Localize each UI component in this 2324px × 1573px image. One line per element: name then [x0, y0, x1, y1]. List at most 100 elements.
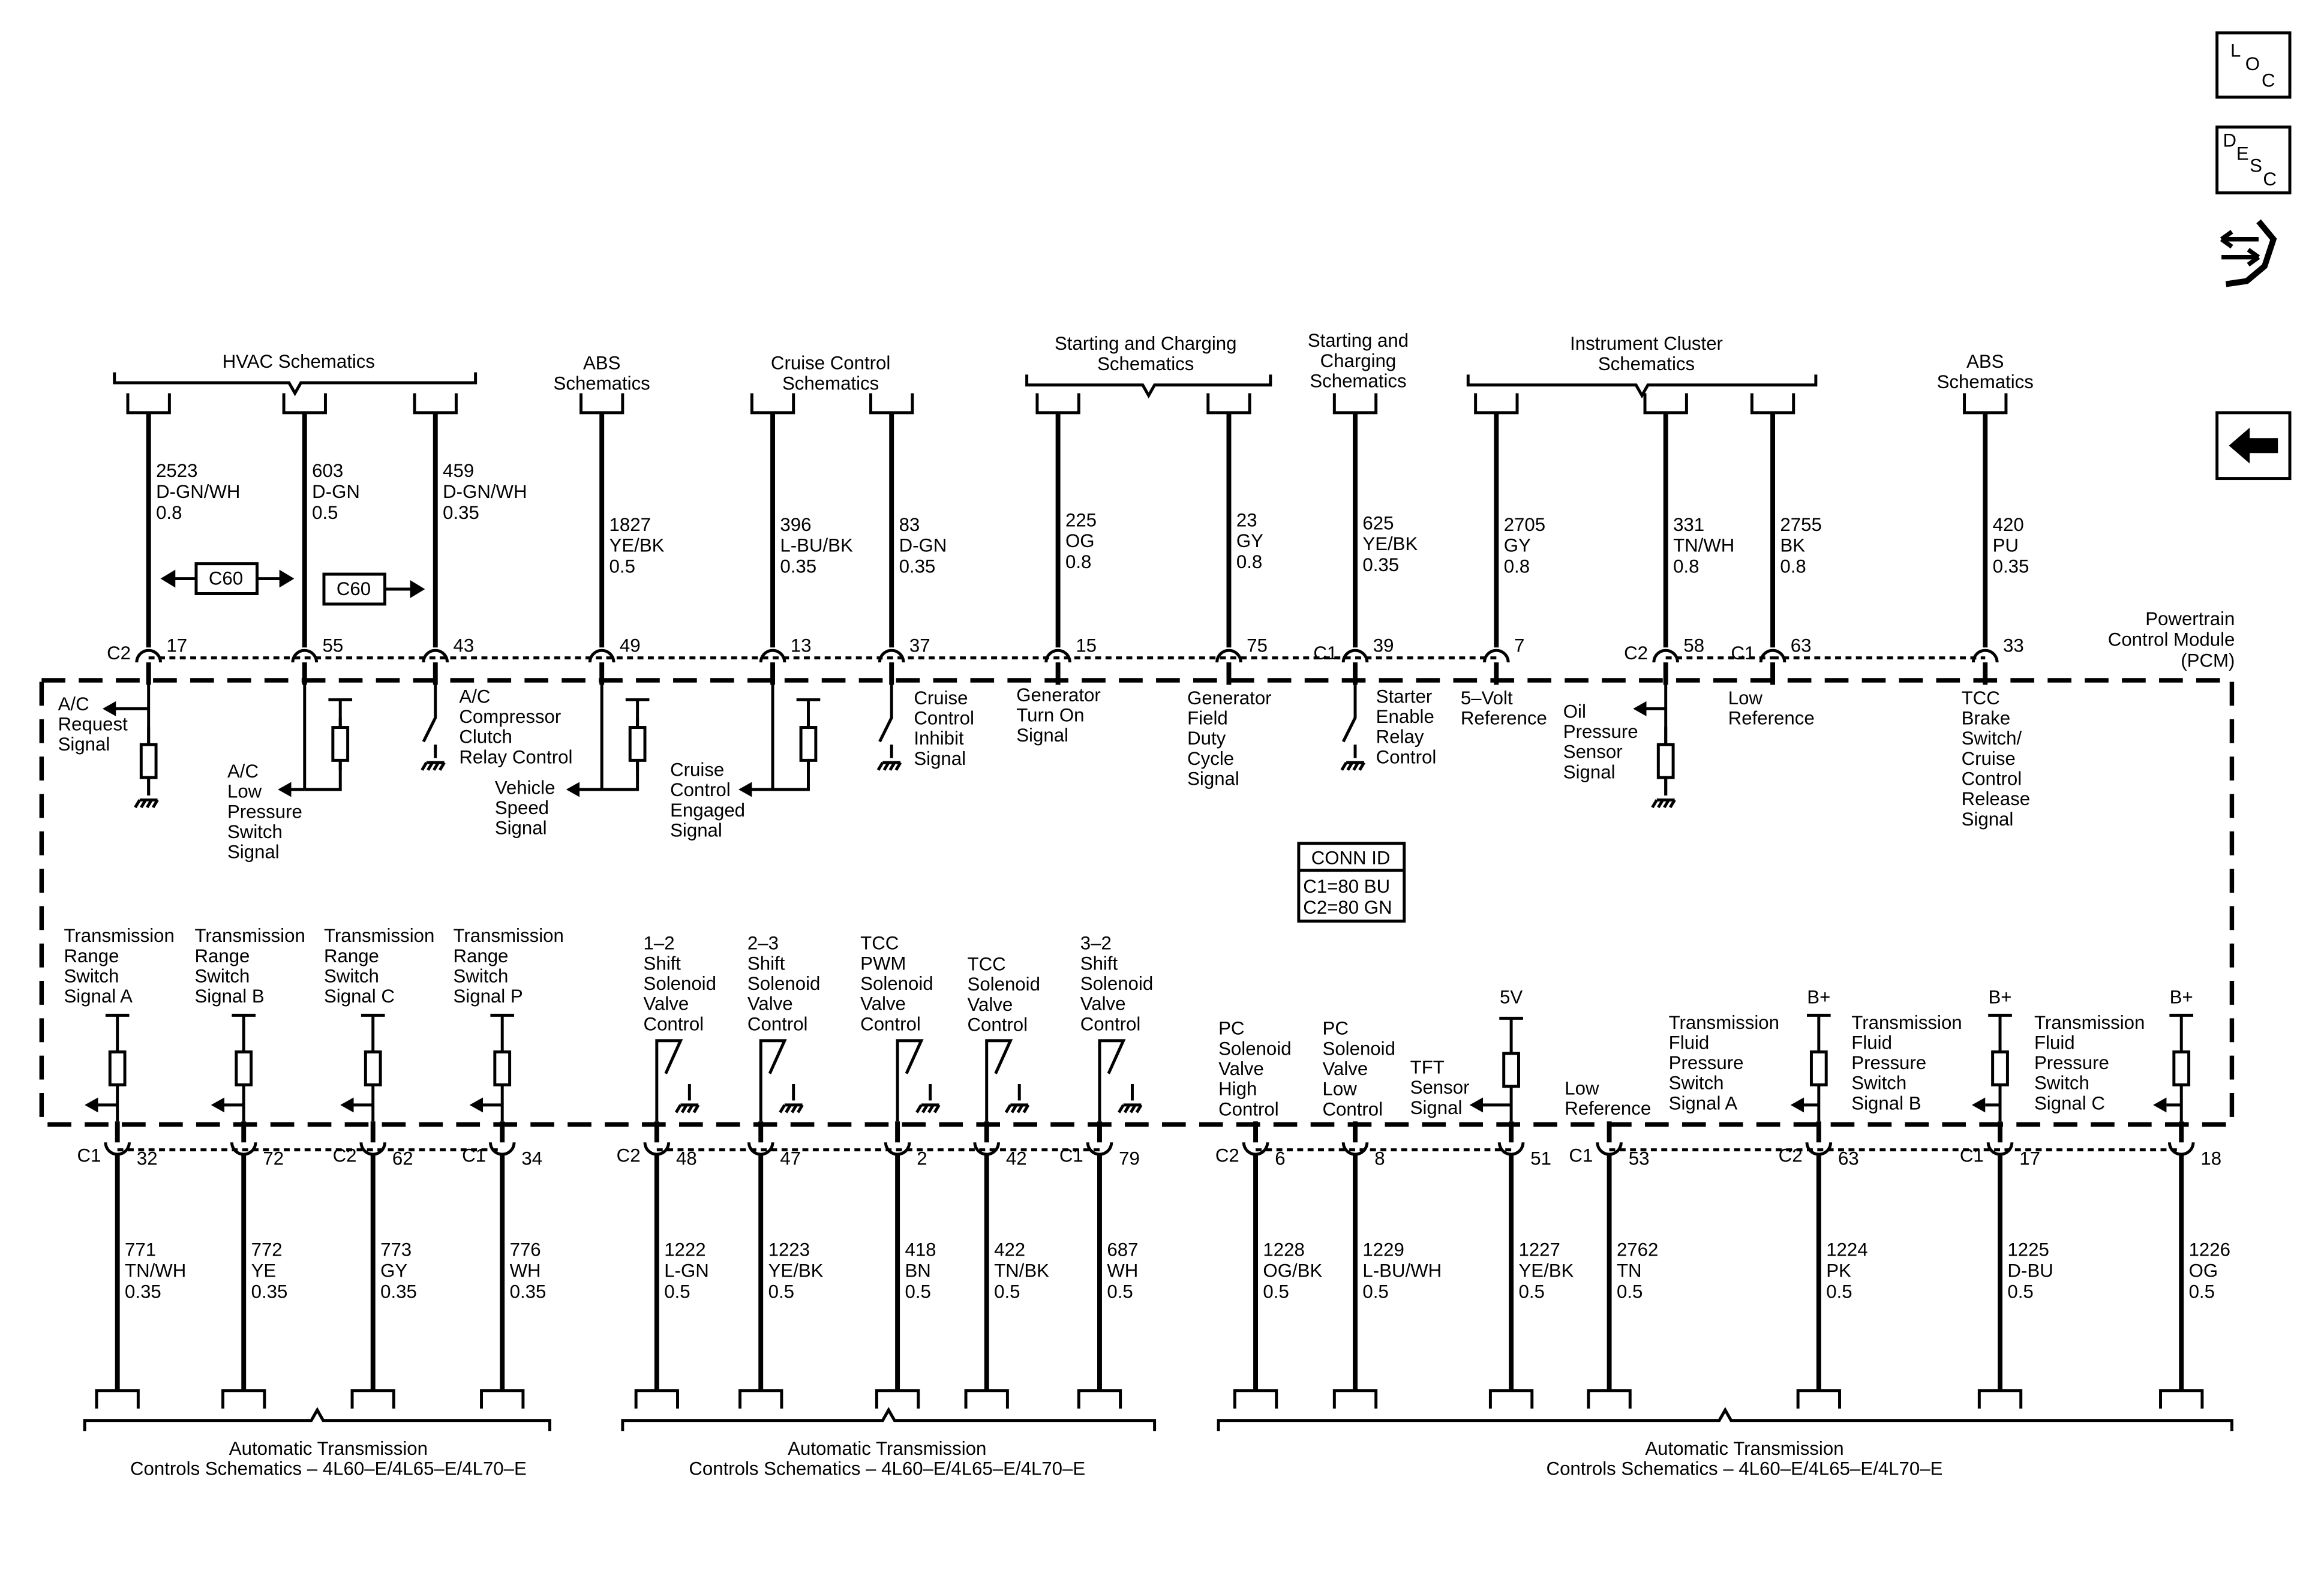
signal-label: Request: [58, 713, 128, 734]
wire-color: D-GN: [899, 535, 947, 556]
top-circuit-420: 420PU0.3533TCCBrakeSwitch/CruiseControlR…: [1962, 412, 2030, 830]
wire-color: PU: [1993, 535, 2019, 556]
group-label: Controls Schematics – 4L60–E/4L65–E/4L70…: [130, 1458, 527, 1479]
signal-label: Switch: [453, 965, 508, 986]
bottom-circuit-772: 772YE0.3572TransmissionRangeSwitchSignal…: [194, 925, 305, 1391]
signal-label: Switch: [64, 965, 119, 986]
signal-label: Range: [194, 945, 250, 966]
pin-number: 15: [1076, 635, 1097, 656]
signal-label: Transmission: [1851, 1012, 1962, 1033]
signal-label: Range: [453, 945, 508, 966]
signal-label: PWM: [860, 953, 906, 974]
wire-gauge: 0.5: [664, 1281, 690, 1302]
pcm-boundary: [39, 678, 2235, 1127]
signal-label: Switch: [194, 965, 250, 986]
signal-label: Signal: [1962, 809, 2014, 830]
conn-id-box: CONN ID C1=80 BU C2=80 GN: [1297, 842, 1406, 923]
group-label: HVAC Schematics: [223, 351, 375, 372]
desc-button[interactable]: D E S C: [2215, 125, 2292, 195]
signal-label: Signal A: [1669, 1092, 1738, 1113]
signal-label: 2–3: [747, 933, 779, 954]
pin-number: 75: [1247, 635, 1268, 656]
circuit-number: 771: [125, 1239, 156, 1260]
signal-label: Field: [1187, 707, 1228, 728]
signal-label: Cruise: [670, 759, 724, 780]
pin-number: 58: [1683, 635, 1704, 656]
svg-text:L: L: [2230, 40, 2241, 61]
signal-label: Pressure: [2034, 1052, 2109, 1073]
signal-label: Valve: [644, 993, 689, 1014]
circuit-number: 1223: [768, 1239, 810, 1260]
signal-label: Cruise: [1962, 748, 2016, 769]
wire-color: D-BU: [2007, 1260, 2053, 1281]
wire-gauge: 0.35: [1362, 554, 1399, 575]
signal-label: Sensor: [1563, 742, 1623, 763]
pin-number: 43: [453, 635, 474, 656]
signal-label: Fluid: [2034, 1032, 2075, 1053]
bottom-circuit-1224: 1224PK0.563C2TransmissionFluidPressureSw…: [1669, 986, 1868, 1391]
circuit-number: 83: [899, 514, 920, 535]
signal-label: Enable: [1376, 706, 1434, 727]
signal-label: Engaged: [670, 800, 745, 821]
wire-gauge: 0.5: [1826, 1281, 1852, 1302]
loc-button[interactable]: L O C: [2215, 31, 2292, 99]
bottom-circuit-771: 771TN/WH0.3532C1TransmissionRangeSwitchS…: [64, 925, 186, 1391]
group-label: ABS: [1966, 351, 2004, 372]
wire-color: WH: [510, 1260, 541, 1281]
signal-label: TCC: [860, 933, 899, 954]
bottom-circuit-776: 776WH0.3534C1TransmissionRangeSwitchSign…: [453, 925, 564, 1391]
signal-label: Control: [1323, 1098, 1383, 1119]
signal-label: Signal: [1563, 761, 1616, 782]
wrench-arrows-icon[interactable]: [2220, 219, 2277, 287]
pin-number: 48: [676, 1148, 697, 1169]
connector-id: C2: [107, 643, 131, 664]
svg-text:Powertrain: Powertrain: [2145, 608, 2235, 629]
wire-color: WH: [1107, 1260, 1138, 1281]
circuit-number: 331: [1673, 514, 1704, 535]
signal-label: Control: [1080, 1013, 1141, 1034]
wire-gauge: 0.5: [1362, 1281, 1388, 1302]
connector-id: C1: [1059, 1145, 1083, 1166]
svg-text:O: O: [2245, 53, 2260, 74]
circuit-number: 1228: [1263, 1239, 1304, 1260]
wire-gauge: 0.8: [1780, 556, 1806, 577]
signal-label: Fluid: [1851, 1032, 1892, 1053]
top-schematic-group[interactable]: HVAC Schematics: [113, 351, 478, 415]
signal-label: Signal: [914, 748, 966, 769]
signal-label: Pressure: [1563, 721, 1638, 742]
group-label: Schematics: [1097, 353, 1194, 374]
signal-label: Solenoid: [860, 973, 933, 994]
signal-label: Turn On: [1016, 704, 1084, 725]
connector-id: C1: [1960, 1145, 1984, 1166]
bottom-circuit-1226: 1226OG0.518TransmissionFluidPressureSwit…: [2034, 986, 2230, 1391]
back-button[interactable]: [2215, 411, 2292, 481]
wire-gauge: 0.35: [443, 502, 479, 523]
wire-gauge: 0.35: [1993, 556, 2029, 577]
signal-label: Solenoid: [968, 974, 1040, 995]
connector-id: C1: [462, 1145, 486, 1166]
wire-color: L-BU/WH: [1362, 1260, 1442, 1281]
wire-color: D-GN: [312, 481, 360, 502]
wire-color: PK: [1826, 1260, 1851, 1281]
pin-number: 7: [1514, 635, 1524, 656]
circuit-number: 1227: [1518, 1239, 1560, 1260]
svg-text:C60: C60: [209, 568, 243, 589]
signal-label: Switch/: [1962, 728, 2022, 749]
signal-label: Signal C: [2034, 1092, 2105, 1113]
circuit-number: 776: [510, 1239, 541, 1260]
group-label: Schematics: [554, 373, 650, 394]
signal-label: A/C: [227, 761, 259, 782]
signal-label: Shift: [747, 953, 785, 974]
